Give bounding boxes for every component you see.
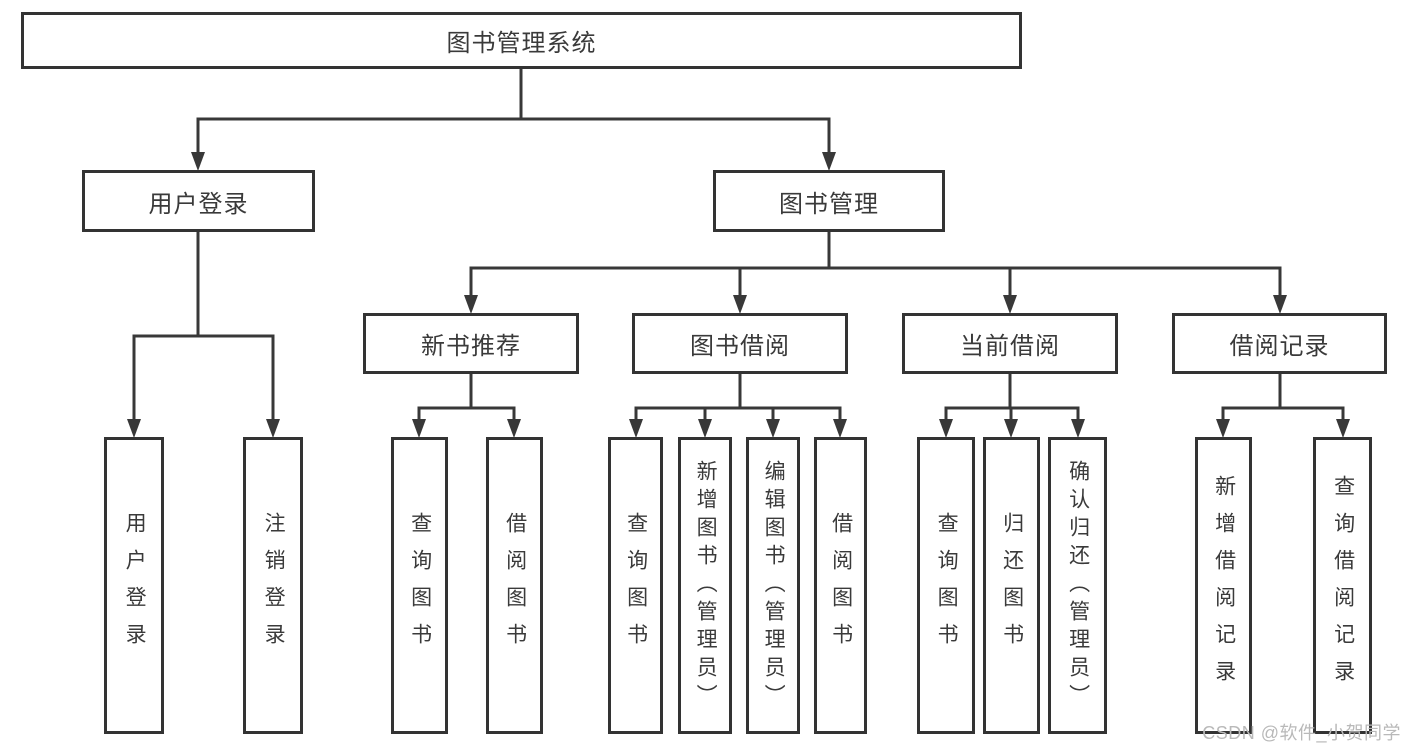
leaf-confirm-return-admin-label: 确认归还（管理员） [1066,459,1090,712]
leaf-query-books-current-label: 查询图书 [935,511,959,660]
leaf-query-books-recommend-label: 查询图书 [408,511,432,660]
leaf-add-book-admin: 新增图书（管理员） [678,437,732,734]
node-book-borrow: 图书借阅 [632,313,848,374]
leaf-edit-book-admin-label: 编辑图书（管理员） [762,459,786,712]
node-user-login: 用户登录 [82,170,315,232]
node-borrow-records-label: 借阅记录 [1229,333,1330,360]
leaf-user-login-label: 用户登录 [123,511,147,660]
leaf-query-books-borrow: 查询图书 [608,437,663,734]
leaf-add-borrow-record: 新增借阅记录 [1195,437,1252,734]
leaf-borrow-books-recommend-label: 借阅图书 [503,511,527,660]
leaf-borrow-books-borrow-label: 借阅图书 [829,511,853,660]
leaf-add-borrow-record-label: 新增借阅记录 [1212,474,1236,697]
leaf-borrow-books-borrow: 借阅图书 [814,437,867,734]
leaf-return-book: 归还图书 [983,437,1040,734]
node-book-management: 图书管理 [713,170,945,232]
node-new-book-recommend-label: 新书推荐 [421,333,521,360]
leaf-borrow-books-recommend: 借阅图书 [486,437,543,734]
node-borrow-records: 借阅记录 [1172,313,1387,374]
node-user-login-label: 用户登录 [148,190,249,218]
leaf-user-login: 用户登录 [104,437,164,734]
leaf-confirm-return-admin: 确认归还（管理员） [1048,437,1107,734]
leaf-add-book-admin-label: 新增图书（管理员） [694,459,718,712]
leaf-query-books-recommend: 查询图书 [391,437,448,734]
node-current-borrow-label: 当前借阅 [960,333,1060,360]
leaf-logout: 注销登录 [243,437,303,734]
leaf-logout-label: 注销登录 [262,511,286,660]
node-book-borrow-label: 图书借阅 [690,333,790,360]
watermark: CSDN @软件_小贺同学 [1202,723,1401,743]
leaf-query-borrow-record: 查询借阅记录 [1313,437,1372,734]
node-root-label: 图书管理系统 [446,30,597,57]
node-current-borrow: 当前借阅 [902,313,1118,374]
leaf-query-books-current: 查询图书 [917,437,975,734]
leaf-query-books-borrow-label: 查询图书 [624,511,648,660]
node-new-book-recommend: 新书推荐 [363,313,579,374]
node-book-management-label: 图书管理 [779,190,879,218]
arrowheads [127,152,1350,438]
leaf-edit-book-admin: 编辑图书（管理员） [746,437,800,734]
leaf-return-book-label: 归还图书 [1000,511,1024,660]
node-root: 图书管理系统 [21,12,1022,69]
leaf-query-borrow-record-label: 查询借阅记录 [1331,474,1355,697]
